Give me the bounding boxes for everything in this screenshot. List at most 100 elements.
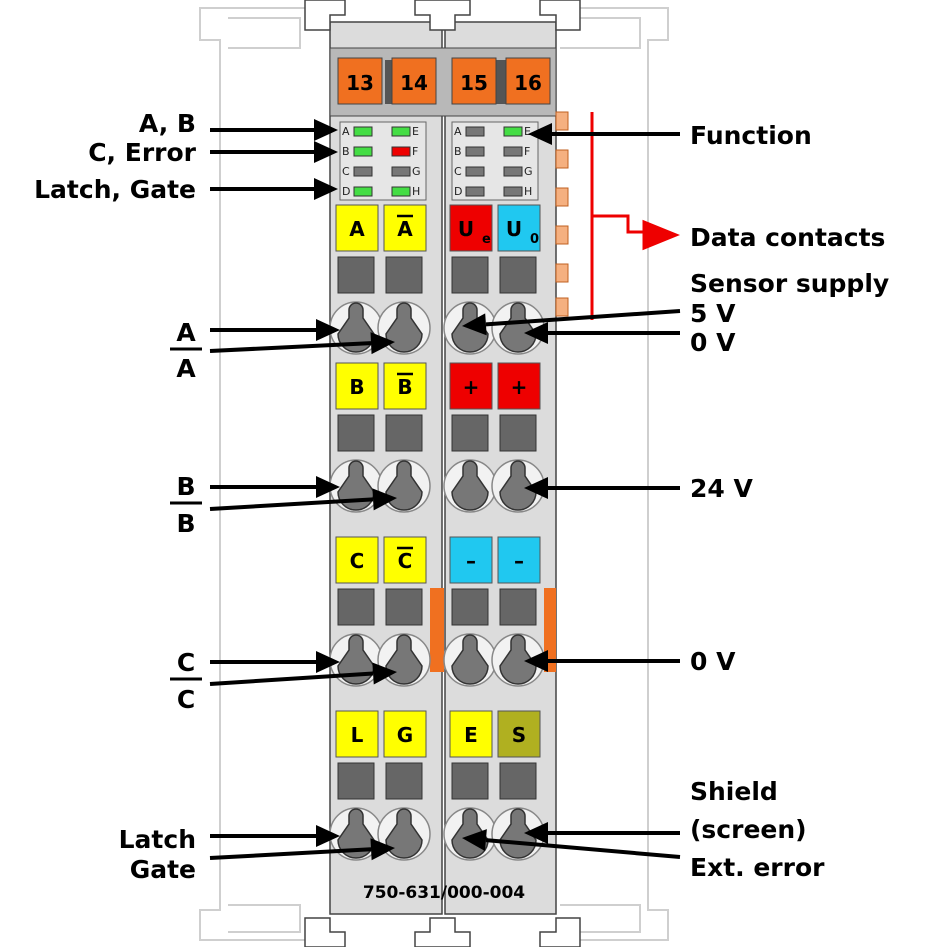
led2-letter-d: D: [454, 185, 462, 198]
led2-letter-h: H: [524, 185, 532, 198]
arrow-0v-head: [524, 650, 548, 672]
release-slot: [451, 588, 489, 626]
tag-row1-2: [383, 204, 427, 252]
label-0v-sensor: 0 V: [690, 328, 736, 357]
arrow-24v-head: [524, 477, 548, 499]
tag-row3-1: [335, 536, 379, 584]
led-letter-c: C: [342, 165, 350, 178]
tag-row1-3: [449, 204, 493, 252]
led2-a: [465, 126, 485, 137]
release-slot: [451, 256, 489, 294]
release-slot: [385, 588, 423, 626]
arrow-ext-error-head: [462, 829, 487, 852]
release-slot: [451, 414, 489, 452]
label-latch-gate: Latch, Gate: [34, 175, 196, 204]
label-c-bar: C: [177, 685, 195, 714]
release-slot: [385, 762, 423, 800]
led2-letter-a: A: [454, 125, 462, 138]
clamp-spring: [385, 808, 423, 859]
right-labels: Function Data contacts Sensor supply 5 V…: [690, 121, 889, 882]
led-letter-a: A: [342, 125, 350, 138]
label-latch: Latch: [119, 825, 196, 854]
release-slot: [499, 256, 537, 294]
led-letter-e: E: [412, 125, 419, 138]
arrow-c-bar: [209, 671, 374, 686]
arrow-ext-error: [485, 838, 681, 859]
tag-row3-2: [383, 536, 427, 584]
tag-row2-3: [449, 362, 493, 410]
arrow-b-bar-head: [372, 488, 397, 511]
release-slot: [499, 414, 537, 452]
led-e: [391, 126, 411, 137]
led-panel-right: A B C D E F G H: [451, 121, 539, 201]
tag-row2-1: [335, 362, 379, 410]
tag-label-row4-2: G: [397, 723, 413, 747]
led2-letter-g: G: [524, 165, 533, 178]
label-c: C: [177, 648, 195, 677]
tag-row1-4: [497, 204, 541, 252]
led2-d: [465, 186, 485, 197]
label-a: A: [176, 318, 196, 347]
tag-label-row1-1: A: [349, 217, 365, 241]
tag-row2-4: [497, 362, 541, 410]
led2-f: [503, 146, 523, 157]
terminal-15: 15: [460, 71, 488, 95]
led-letter-g: G: [412, 165, 421, 178]
tag-label-row4-4: S: [512, 723, 526, 747]
led2-g: [503, 166, 523, 177]
terminal-14: 14: [400, 71, 428, 95]
label-screen: (screen): [690, 815, 807, 844]
tag-label-row2-1: B: [349, 375, 364, 399]
arrow-c-bar-head: [372, 662, 397, 685]
arrow-shield-head: [524, 822, 548, 844]
arrow-5v-head: [462, 313, 487, 336]
tag-label-row3-3: –: [466, 549, 476, 573]
clamp-spring: [451, 634, 489, 685]
arrow-a-bar: [209, 341, 372, 353]
arrow-0v-sensor-head: [524, 322, 548, 344]
release-slot: [337, 762, 375, 800]
led-a: [353, 126, 373, 137]
label-shield: Shield: [690, 777, 778, 806]
tag-label-row3-1: C: [350, 549, 365, 573]
left-labels: A, B C, Error Latch, Gate A A B B C C La…: [34, 109, 202, 884]
tag-row4-2: [383, 710, 427, 758]
led2-c: [465, 166, 485, 177]
led-g: [391, 166, 411, 177]
led-f: [391, 146, 411, 157]
arrow-gate-head: [370, 838, 395, 861]
label-function: Function: [690, 121, 812, 150]
arrow-a-bar-head: [370, 332, 395, 355]
tag-label-row2-4: +: [511, 375, 528, 399]
led-letter-d: D: [342, 185, 350, 198]
clamp-spring: [451, 460, 489, 511]
label-b: B: [176, 472, 195, 501]
led-letter-b: B: [342, 145, 350, 158]
arrow-function-head: [528, 123, 552, 145]
led2-letter-e: E: [524, 125, 531, 138]
terminal-number-row: 13 14 15 16: [337, 57, 551, 105]
tag-row3-4: [497, 536, 541, 584]
arrow-latch-gate-head: [314, 178, 338, 200]
release-slot: [337, 414, 375, 452]
led-c: [353, 166, 373, 177]
tag-label-row1-3: U: [458, 217, 474, 241]
label-5v: 5 V: [690, 299, 736, 328]
arrow-a-head: [316, 319, 340, 341]
arrow-c-head: [316, 651, 340, 673]
label-b-bar: B: [176, 509, 195, 538]
led2-letter-c: C: [454, 165, 462, 178]
tag-sub-3: e: [482, 232, 491, 247]
led2-letter-b: B: [454, 145, 462, 158]
label-sensor-supply: Sensor supply: [690, 269, 889, 298]
pointer-arrows: [209, 119, 681, 861]
arrow-b-bar: [209, 497, 374, 511]
label-ext-error: Ext. error: [690, 853, 825, 882]
arrow-c-error-head: [314, 141, 338, 163]
led2-letter-f: F: [524, 145, 530, 158]
led-h: [391, 186, 411, 197]
label-a-b: A, B: [139, 109, 196, 138]
tag-row3-3: [449, 536, 493, 584]
tag-label-row3-4: –: [514, 549, 524, 573]
